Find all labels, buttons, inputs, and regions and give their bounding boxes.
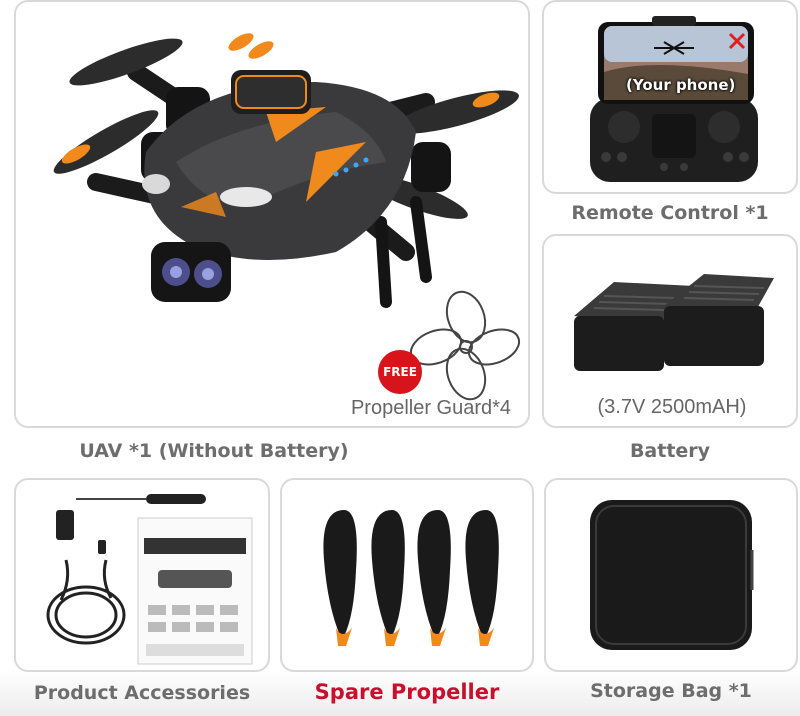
phone-text: (Your phone): [626, 76, 736, 94]
accessories-panel: [14, 478, 270, 672]
propeller-guard-label: Propeller Guard*4: [350, 397, 512, 419]
remote-control-image: [590, 16, 758, 182]
accessories-image: [46, 494, 253, 665]
accessories-caption: Product Accessories: [33, 682, 251, 704]
storage-bag-panel: [544, 478, 798, 672]
propeller-image: [323, 510, 499, 646]
battery-spec: (3.7V 2500mAH): [597, 396, 747, 418]
remote-caption: Remote Control *1: [571, 202, 769, 224]
storage-bag-caption: Storage Bag *1: [590, 680, 752, 702]
drone-image: [53, 33, 521, 401]
spare-propeller-panel: [280, 478, 534, 672]
remote-panel: (Your phone): [542, 0, 798, 194]
battery-panel: (3.7V 2500mAH): [542, 234, 798, 428]
bottom-strip: [0, 670, 800, 716]
spare-propeller-caption: Spare Propeller: [314, 680, 500, 704]
propeller-guard-icon: [409, 290, 521, 401]
manual-image: [137, 517, 253, 665]
usb-cable-image: [46, 559, 126, 645]
uav-caption: UAV *1 (Without Battery): [79, 440, 349, 462]
uav-panel: FREE Propeller Guard*4: [14, 0, 530, 428]
storage-bag-image: [590, 500, 754, 650]
usb-plug: [56, 510, 74, 540]
battery-caption: Battery: [629, 440, 711, 462]
battery-image: [574, 274, 774, 371]
screwdriver-image: [76, 494, 206, 504]
free-badge: FREE: [378, 350, 422, 394]
